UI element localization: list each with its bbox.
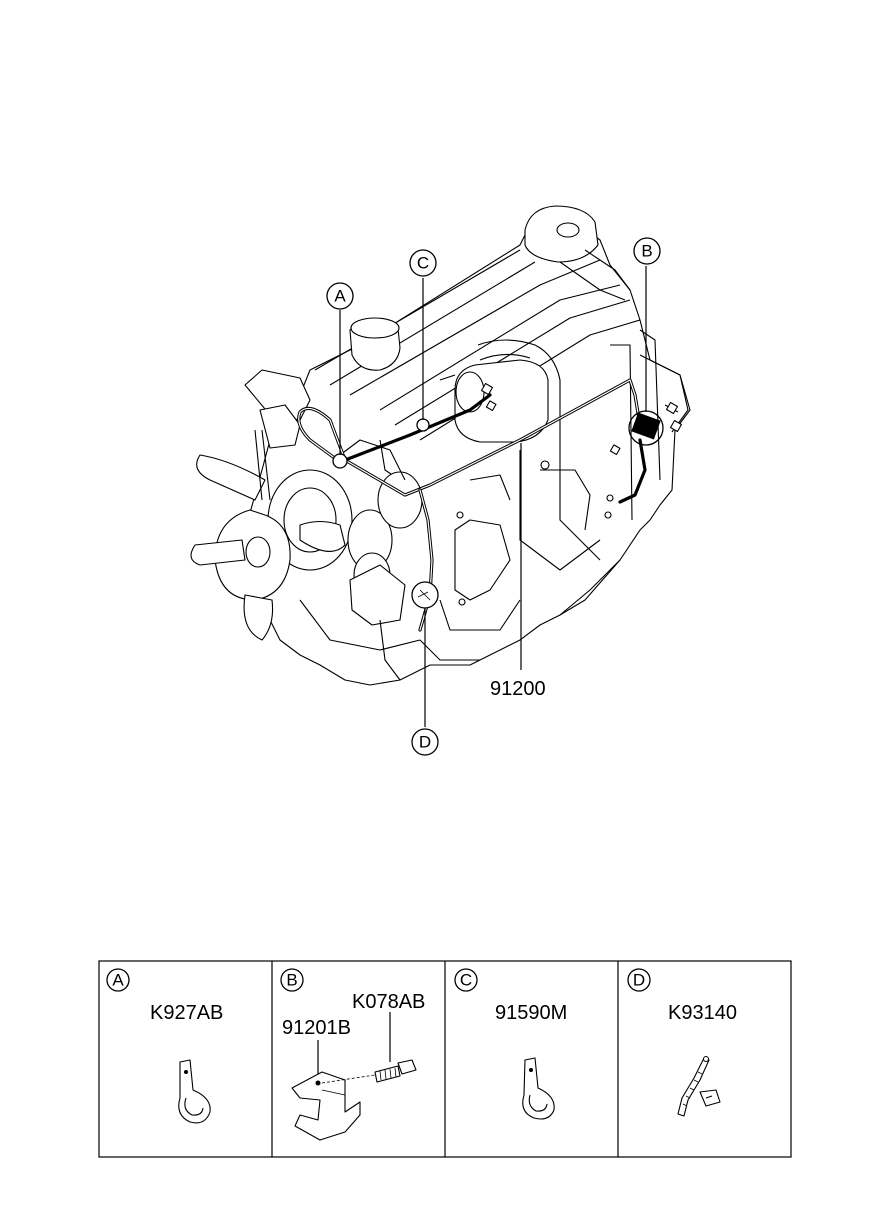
callout-c-label: C (417, 254, 429, 273)
detail-panel-b: B K078AB 91201B (280, 968, 425, 1141)
harness-clips (332, 410, 664, 609)
bracket-icon (291, 1071, 376, 1141)
clip-icon (522, 1057, 555, 1120)
detail-panel-table (98, 960, 792, 1158)
panel-a-part: K927AB (150, 1002, 223, 1024)
callout-a-label: A (334, 287, 346, 306)
detail-panel-d: D K93140 (627, 968, 737, 1117)
callout-d: D (411, 728, 439, 756)
panel-b-part-2: 91201B (282, 1017, 351, 1039)
main-part-number: 91200 (490, 678, 546, 700)
engine-illustration (190, 205, 691, 686)
leader-lines (339, 266, 647, 727)
clip-icon (178, 1059, 211, 1124)
panel-c-letter: C (460, 971, 472, 990)
panel-d-part: K93140 (668, 1002, 737, 1024)
callout-c: C (409, 249, 437, 277)
callout-d-label: D (419, 733, 431, 752)
panel-d-letter: D (633, 971, 645, 990)
callout-b: B (633, 237, 661, 265)
detail-panel-c: C 91590M (454, 968, 567, 1120)
panel-a-letter: A (112, 971, 124, 990)
callout-b-label: B (641, 242, 652, 261)
bolt-icon (374, 1059, 417, 1083)
panel-c-part: 91590M (495, 1002, 567, 1024)
cable-tie-icon (677, 1056, 721, 1117)
engine-wiring-harness (297, 378, 661, 632)
detail-panel-a: A K927AB (106, 968, 223, 1124)
panel-b-part-1: K078AB (352, 991, 425, 1013)
callout-a: A (326, 282, 354, 310)
panel-b-letter: B (286, 971, 297, 990)
